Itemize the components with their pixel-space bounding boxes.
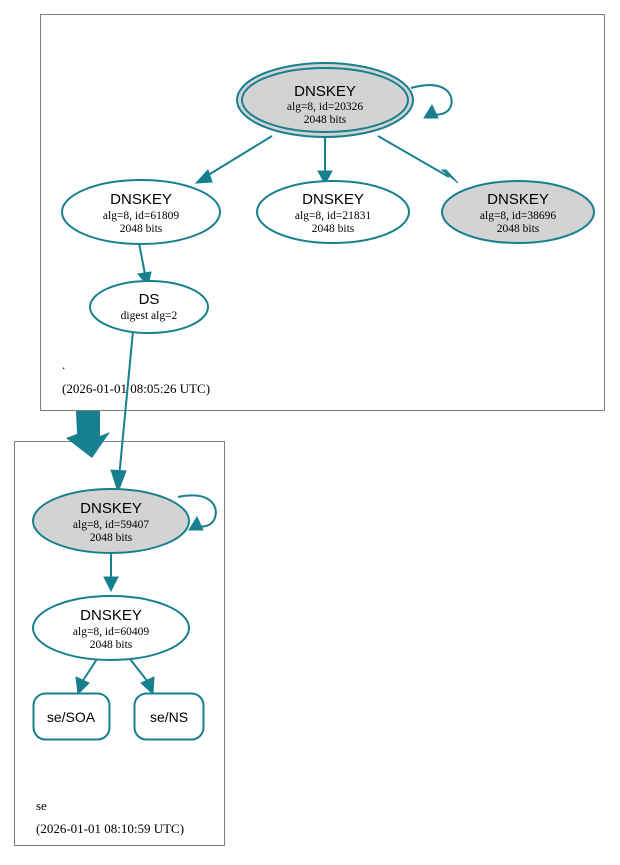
edge-root-ksk-self-loop — [410, 84, 453, 119]
node-title: DS — [139, 291, 160, 308]
edge-61809-to-ds — [137, 242, 152, 288]
node-line2: alg=8, id=61809 — [103, 210, 179, 222]
node-line3: 2048 bits — [120, 223, 163, 235]
edge-root-ksk-to-38696 — [377, 135, 459, 184]
node-line3: 2048 bits — [90, 639, 133, 651]
node-title: DNSKEY — [80, 500, 142, 517]
node-line2: alg=8, id=60409 — [73, 626, 149, 638]
node-root-dnskey-61809[interactable]: DNSKEY alg=8, id=61809 2048 bits — [61, 179, 221, 245]
zone-timestamp-root: (2026-01-01 08:05:26 UTC) — [62, 381, 210, 396]
node-line3: 2048 bits — [497, 223, 540, 235]
node-rrset-se-ns[interactable]: se/NS — [133, 692, 205, 741]
edge-root-ksk-to-21831 — [317, 136, 333, 186]
node-line3: 2048 bits — [304, 114, 347, 126]
node-root-dnskey-38696[interactable]: DNSKEY alg=8, id=38696 2048 bits — [441, 180, 595, 244]
zone-box-se — [14, 441, 225, 846]
node-root-ds[interactable]: DS digest alg=2 — [89, 280, 209, 334]
node-title: DNSKEY — [110, 191, 172, 208]
node-line2: alg=8, id=20326 — [287, 101, 363, 113]
node-line2: alg=8, id=21831 — [295, 210, 371, 222]
node-title: DNSKEY — [302, 191, 364, 208]
node-root-dnskey-20326[interactable]: DNSKEY alg=8, id=20326 2048 bits — [236, 62, 414, 138]
node-line2: alg=8, id=38696 — [480, 210, 556, 222]
node-line2: digest alg=2 — [121, 310, 178, 322]
edge-se-zsk-to-soa — [75, 658, 98, 696]
zone-box-root — [40, 14, 605, 411]
rrset-label: se/SOA — [47, 709, 96, 725]
rrset-label: se/NS — [150, 709, 188, 725]
edge-se-ksk-to-zsk — [103, 553, 119, 593]
edge-root-ksk-to-61809 — [194, 135, 273, 184]
zone-label-root: . — [62, 357, 65, 372]
edge-ds-to-se-ksk — [110, 330, 134, 494]
zone-label-se: se — [36, 798, 47, 813]
zone-delegation-block-arrow — [66, 411, 110, 458]
zone-timestamp-se: (2026-01-01 08:10:59 UTC) — [36, 821, 184, 836]
node-title: DNSKEY — [80, 607, 142, 624]
edge-se-ksk-self-loop — [177, 494, 217, 531]
node-line3: 2048 bits — [312, 223, 355, 235]
node-rrset-se-soa[interactable]: se/SOA — [32, 692, 111, 741]
node-title: DNSKEY — [487, 191, 549, 208]
edge-se-zsk-to-ns — [129, 658, 155, 696]
node-title: DNSKEY — [294, 83, 356, 100]
node-root-dnskey-21831[interactable]: DNSKEY alg=8, id=21831 2048 bits — [256, 180, 410, 244]
node-se-dnskey-59407[interactable]: DNSKEY alg=8, id=59407 2048 bits — [32, 488, 190, 554]
node-se-dnskey-60409[interactable]: DNSKEY alg=8, id=60409 2048 bits — [32, 595, 190, 661]
node-line3: 2048 bits — [90, 532, 133, 544]
node-line2: alg=8, id=59407 — [73, 519, 149, 531]
